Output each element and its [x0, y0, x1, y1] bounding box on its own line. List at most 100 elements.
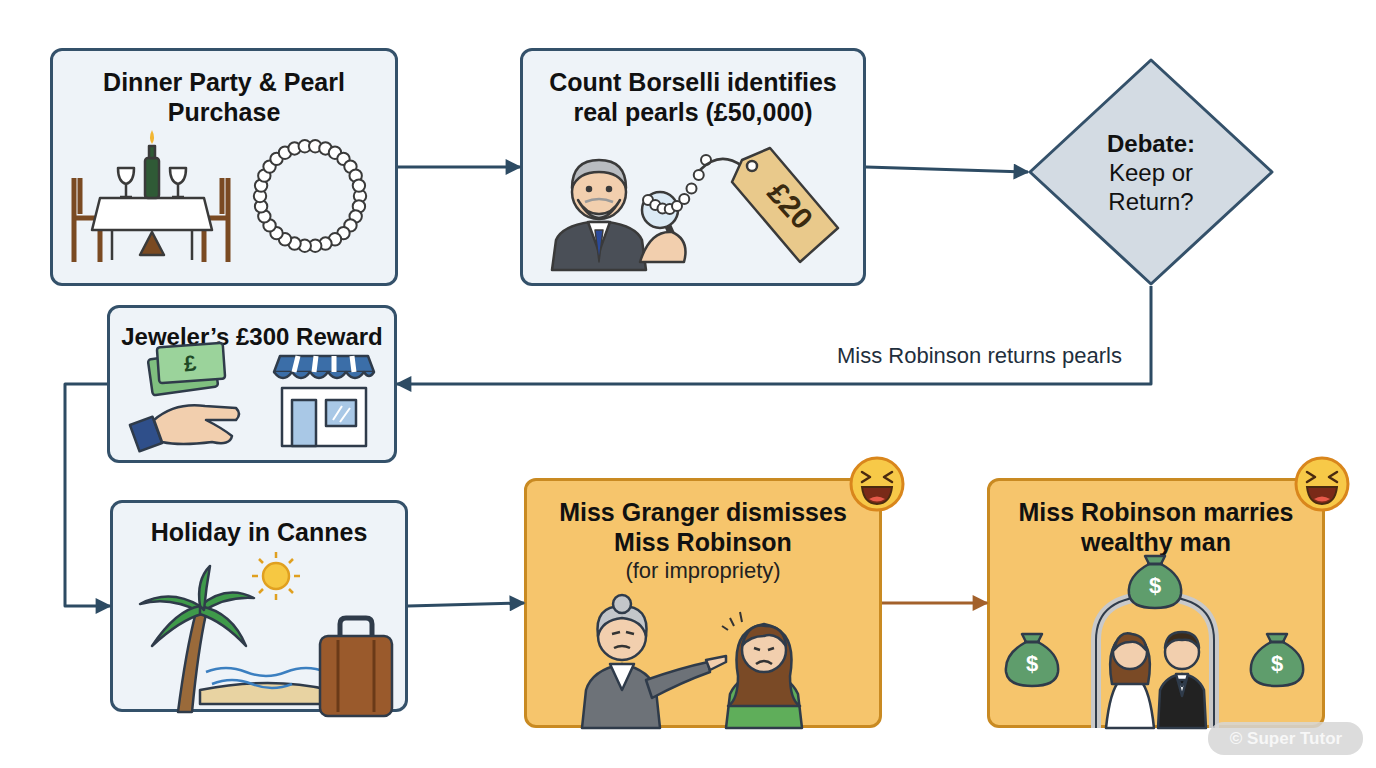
- beach-scene-icon: [200, 683, 330, 704]
- node-text-group: Jeweler’s £300 Reward: [110, 308, 394, 352]
- beach-scene-icon: [338, 640, 374, 712]
- appraiser-figure: [587, 187, 591, 191]
- dismissal-figures: [582, 595, 802, 728]
- decision-diamond: Debate:Keep or Return?: [1028, 58, 1274, 286]
- emoji-eye: [884, 472, 892, 482]
- emoji-tongue: [869, 497, 885, 502]
- flow-connector: [866, 167, 1028, 172]
- jeweler-shop-icon: [274, 372, 374, 378]
- banknote-symbol: £: [183, 350, 198, 377]
- appraiser-figure: [578, 200, 620, 218]
- flow-connector: [398, 166, 520, 169]
- money-bag: [1251, 634, 1303, 686]
- dinner-table-icon: [145, 158, 159, 198]
- pearl: [679, 194, 689, 204]
- outcome-box: Miss Granger dismisses Miss Robinson(for…: [524, 478, 882, 728]
- dismissal-figures: [706, 656, 726, 670]
- pearl-necklace-icon: [254, 140, 366, 252]
- reward-hand-icon: [130, 343, 239, 452]
- pearl-strand-icon: [643, 155, 711, 214]
- reward-hand-icon: [157, 343, 225, 384]
- beach-scene-icon: [212, 680, 292, 688]
- edge-label: Miss Robinson returns pearls: [837, 343, 1122, 369]
- beach-scene-icon: [199, 566, 210, 610]
- appraiser-figure: [552, 222, 646, 270]
- dismissal-figures: [756, 661, 772, 664]
- dinner-table-icon: [112, 230, 192, 260]
- wedding-icon: [1096, 596, 1214, 728]
- node-text-group: Miss Granger dismisses Miss Robinson(for…: [543, 481, 863, 585]
- dinner-table-icon: [170, 168, 186, 197]
- node-text-group: Holiday in Cannes: [114, 503, 404, 547]
- emoji-tongue: [1314, 497, 1330, 502]
- flow-connector: [397, 286, 1151, 384]
- appraiser-figure: [640, 232, 686, 262]
- currency-symbol: $: [1026, 651, 1038, 677]
- money-bag-icon: [1006, 556, 1303, 686]
- beach-scene-icon: [320, 636, 392, 716]
- watermark: © Super Tutor: [1230, 729, 1342, 749]
- money-bag: [1129, 556, 1181, 608]
- node-text-group: Miss Robinson marries wealthy man: [1011, 481, 1301, 557]
- emoji-face: [851, 458, 903, 510]
- node-title: Miss Robinson marries wealthy man: [1011, 497, 1301, 557]
- dismissal-figures: [728, 624, 800, 706]
- jeweler-shop-icon: [294, 356, 354, 372]
- currency-symbol: $: [1271, 651, 1283, 677]
- emoji-eye: [1329, 472, 1337, 482]
- dismissal-figures: [754, 648, 774, 650]
- price-tag-icon: [700, 148, 838, 262]
- flow-connector: [408, 603, 524, 606]
- node-title: Dinner Party & Pearl Purchase: [99, 67, 349, 127]
- reward-hand-icon: [154, 405, 239, 444]
- beach-scene-icon: [140, 552, 392, 716]
- node-title: Holiday in Cannes: [151, 517, 368, 547]
- dismissal-figures: [614, 646, 630, 648]
- wedding-icon: [1165, 632, 1199, 648]
- currency-symbol: $: [1149, 573, 1161, 599]
- jeweler-shop-icon: [274, 356, 374, 446]
- dismissal-figures: [742, 625, 786, 646]
- beach-scene-icon: [340, 618, 372, 636]
- jeweler-shop-icon: [282, 388, 366, 446]
- jeweler-shop-icon: [326, 400, 356, 426]
- beach-scene-icon: [263, 563, 289, 589]
- wedding-icon: [1110, 634, 1150, 684]
- jeweler-shop-icon: [274, 356, 374, 372]
- emoji-eye: [1307, 472, 1315, 482]
- node-text-group: Debate:Keep or Return?: [1091, 129, 1211, 216]
- beach-scene-icon: [206, 668, 326, 676]
- node-subtitle: Keep or Return?: [1091, 158, 1211, 216]
- dinner-table-icon: [150, 130, 154, 144]
- dismissal-figures: [582, 664, 660, 728]
- node-text-group: Dinner Party & Pearl Purchase: [99, 51, 349, 127]
- laughing-emoji: [851, 458, 1348, 510]
- dismissal-figures: [612, 632, 634, 634]
- emoji-mouth: [1307, 487, 1337, 504]
- beach-scene-icon: [178, 612, 206, 712]
- appraiser-figure: [585, 199, 613, 202]
- node-subtitle: (for impropriety): [625, 557, 780, 585]
- wedding-icon: [1114, 633, 1146, 650]
- appraiser-figure: [572, 160, 626, 188]
- emoji-face: [1296, 458, 1348, 510]
- price-tag-icon: [747, 161, 757, 171]
- jeweler-shop-icon: [292, 400, 316, 446]
- beach-scene-icon: [200, 606, 246, 646]
- dinner-table-icon: [92, 198, 212, 230]
- node-text-group: Count Borselli identifies real pearls (£…: [528, 51, 858, 127]
- bag-tie: [1147, 563, 1163, 566]
- price-tag-text: £20: [761, 176, 820, 236]
- pearl: [687, 183, 697, 193]
- emoji-mouth: [862, 487, 892, 504]
- jeweler-shop-icon: [333, 406, 350, 422]
- appraiser-figure: [595, 230, 603, 262]
- pearl: [353, 179, 365, 191]
- pearl: [694, 170, 704, 180]
- appraiser-figure: [607, 187, 611, 191]
- bag-tie: [1024, 641, 1040, 644]
- node-title: Debate:: [1107, 129, 1195, 158]
